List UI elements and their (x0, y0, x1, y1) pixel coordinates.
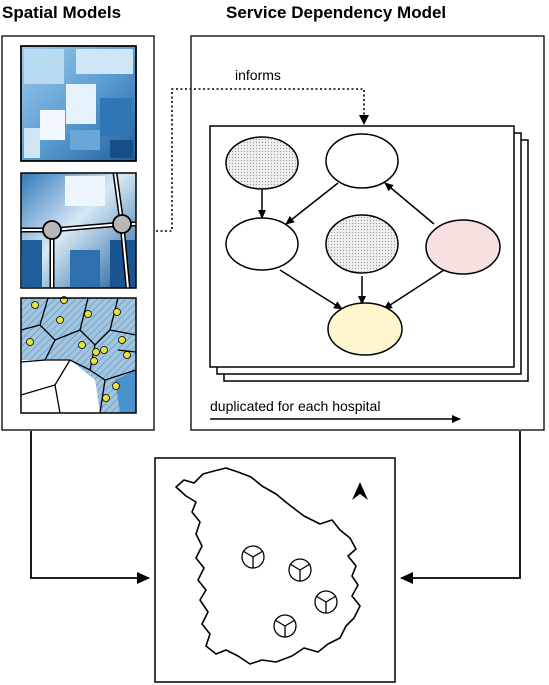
voronoi-catchment-image (20, 296, 137, 414)
informs-arrowhead (359, 115, 369, 125)
informs-label: informs (235, 67, 281, 83)
spatial-models-panel (1, 35, 155, 431)
node-middle-left (225, 217, 299, 271)
network-node (42, 220, 62, 240)
duplicated-label: duplicated for each hospital (210, 398, 380, 414)
node-input-dotted-1 (225, 136, 299, 190)
node-input-dotted-2 (325, 214, 399, 274)
edge (285, 182, 339, 225)
dependency-to-map-connector (400, 431, 521, 584)
north-arrow-icon (352, 482, 368, 500)
road-network-image (20, 172, 137, 289)
hospital-marker-icon (241, 545, 265, 569)
network-node (112, 214, 132, 234)
edge (383, 269, 445, 310)
hospital-marker-icon (288, 558, 312, 582)
edge (279, 269, 343, 310)
spatial-models-heading: Spatial Models (2, 3, 121, 22)
service-dependency-heading: Service Dependency Model (226, 3, 446, 22)
node-output-yellow (327, 302, 403, 356)
informs-connector (156, 88, 365, 232)
node-pink (425, 219, 501, 275)
hospital-marker-icon (314, 590, 338, 614)
service-dependency-panel (190, 35, 545, 431)
hospital-marker-icon (273, 614, 297, 638)
spatial-to-map-connector (30, 431, 150, 584)
edge (384, 182, 435, 225)
city-boundary (175, 467, 361, 665)
elevation-raster-image (20, 45, 137, 162)
node-top-center (325, 133, 399, 189)
